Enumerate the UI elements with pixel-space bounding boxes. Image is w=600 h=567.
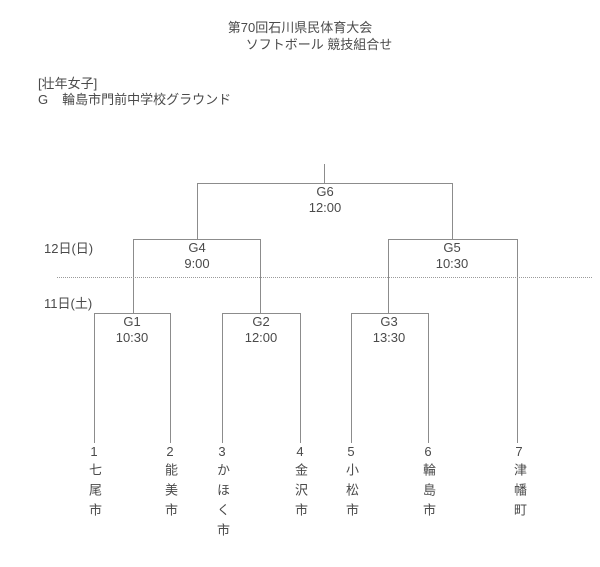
game-g6-time: 12:00 — [308, 200, 342, 215]
team-6-name: 輪島市 — [421, 463, 436, 523]
day-divider-dotted-line — [57, 277, 592, 278]
line-g5-bar — [388, 239, 518, 240]
line-g1-bar — [94, 313, 171, 314]
game-g2-time: 12:00 — [244, 330, 278, 345]
line-g2-bar — [222, 313, 301, 314]
team-4-seed: 4 — [296, 444, 304, 459]
game-g3-time: 13:30 — [372, 330, 406, 345]
line-g3-bar — [351, 313, 429, 314]
team-column-2: 2 能美市 — [150, 444, 190, 523]
category-label: [壮年女子] — [38, 76, 98, 91]
venue-code: G — [38, 92, 49, 107]
line-team3-drop — [222, 313, 223, 443]
line-g6-left-drop — [197, 183, 198, 239]
game-g1: G1 10:30 — [92, 314, 172, 346]
game-g4-time: 9:00 — [184, 256, 210, 271]
game-g1-time: 10:30 — [115, 330, 149, 345]
team-1-seed: 1 — [90, 444, 98, 459]
date-label-day2: 12日(日) — [44, 241, 94, 256]
team-column-5: 5 小松市 — [331, 444, 371, 523]
team-5-name: 小松市 — [344, 463, 359, 523]
team-2-seed: 2 — [166, 444, 174, 459]
line-g4-right-drop — [260, 239, 261, 313]
game-g2: G2 12:00 — [221, 314, 301, 346]
game-g3: G3 13:30 — [349, 314, 429, 346]
line-final-stub — [324, 164, 325, 183]
team-2-name: 能美市 — [163, 463, 178, 523]
team-4-name: 金沢市 — [293, 463, 308, 523]
line-g6-right-drop — [452, 183, 453, 239]
game-g1-id: G1 — [123, 314, 141, 329]
team-column-7: 7 津幡町 — [499, 444, 539, 523]
line-g5-left-drop — [388, 239, 389, 313]
team-3-name: かほく市 — [215, 463, 230, 543]
team-7-seed: 7 — [515, 444, 523, 459]
team-column-3: 3 かほく市 — [202, 444, 242, 543]
line-team7-drop — [517, 239, 518, 443]
game-g6: G6 12:00 — [285, 184, 365, 216]
game-g4: G4 9:00 — [157, 240, 237, 272]
date-label-day1: 11日(土) — [44, 296, 93, 311]
team-column-1: 1 七尾市 — [74, 444, 114, 523]
game-g4-id: G4 — [188, 240, 206, 255]
team-7-name: 津幡町 — [512, 463, 527, 523]
line-g6-bar — [197, 183, 453, 184]
line-g4-left-drop — [133, 239, 134, 313]
game-g5-id: G5 — [443, 240, 461, 255]
line-g4-bar — [133, 239, 261, 240]
game-g6-id: G6 — [316, 184, 334, 199]
team-5-seed: 5 — [347, 444, 355, 459]
team-column-6: 6 輪島市 — [408, 444, 448, 523]
venue-line: G 輪島市門前中学校グラウンド — [38, 92, 231, 108]
team-column-4: 4 金沢市 — [280, 444, 320, 523]
venue-name: 輪島市門前中学校グラウンド — [62, 92, 232, 107]
team-1-name: 七尾市 — [87, 463, 102, 523]
line-team1-drop — [94, 313, 95, 443]
game-g2-id: G2 — [252, 314, 270, 329]
line-team4-drop — [300, 313, 301, 443]
line-team2-drop — [170, 313, 171, 443]
page-title: 第70回石川県民体育大会 — [227, 20, 373, 35]
page-subtitle: ソフトボール 競技組合せ — [245, 37, 393, 52]
game-g5: G5 10:30 — [412, 240, 492, 272]
game-g5-time: 10:30 — [435, 256, 469, 271]
game-g3-id: G3 — [380, 314, 398, 329]
line-team6-drop — [428, 313, 429, 443]
team-6-seed: 6 — [424, 444, 432, 459]
line-team5-drop — [351, 313, 352, 443]
team-3-seed: 3 — [218, 444, 226, 459]
